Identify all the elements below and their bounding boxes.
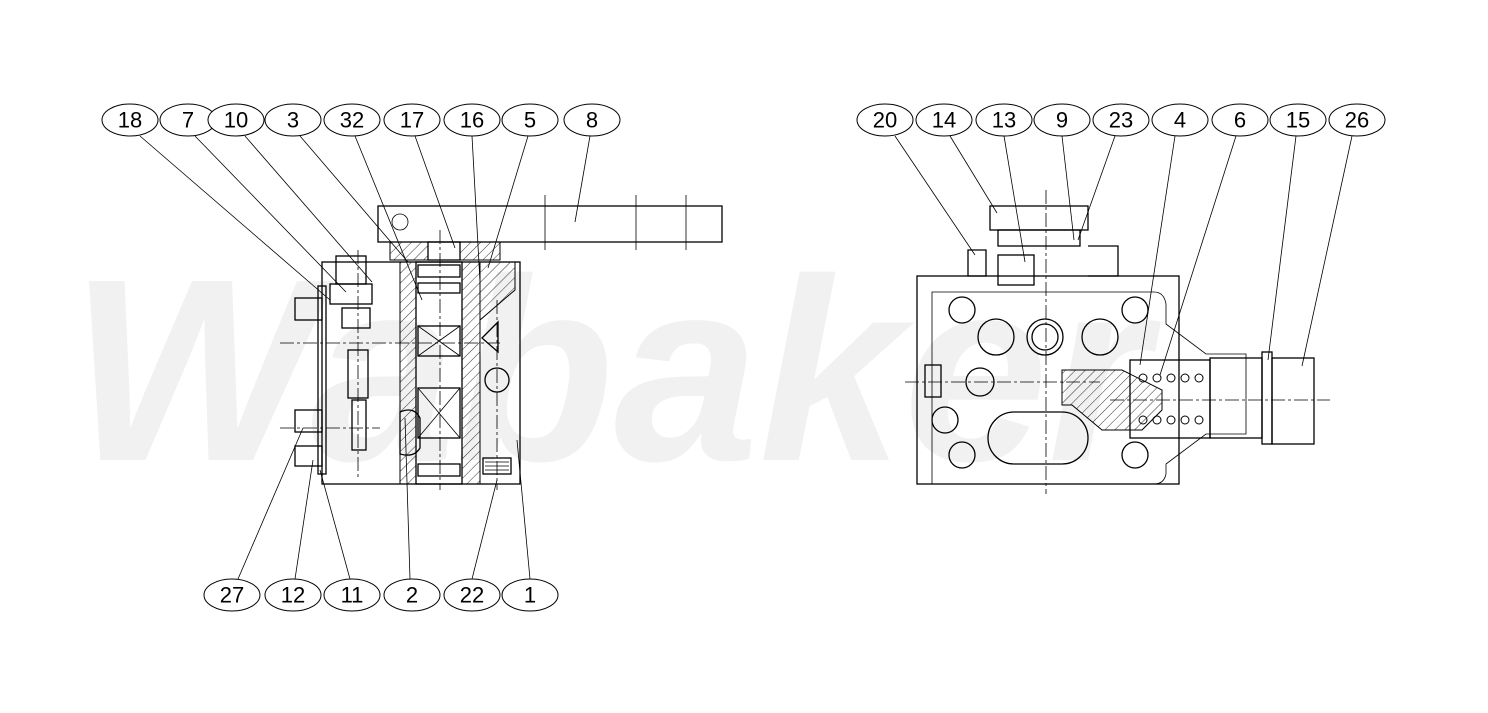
part-number: 12 [281,583,305,608]
side-section-view [280,195,723,490]
part-balloon-5: 5 [501,103,559,137]
part-number: 11 [341,583,364,608]
part-number: 5 [524,108,536,133]
part-balloon-20: 20 [856,103,914,137]
part-balloon-23: 23 [1092,103,1150,137]
front-section-view [905,190,1330,494]
watermark: Wabaker [70,226,1162,516]
part-balloon-22: 22 [443,578,501,612]
part-number: 7 [182,108,194,133]
part-balloon-27: 27 [203,578,261,612]
part-balloon-13: 13 [975,103,1033,137]
part-number: 18 [118,108,142,133]
part-balloon-14: 14 [915,103,973,137]
part-number: 4 [1174,108,1186,133]
part-number: 10 [224,108,248,133]
part-balloon-12: 12 [264,578,322,612]
part-balloon-2: 2 [383,578,441,612]
balloon-outline [1092,103,1150,137]
balloon-outline [1033,103,1091,137]
part-balloon-15: 15 [1269,103,1327,137]
part-number: 15 [1286,108,1310,133]
balloon-outline [264,578,322,612]
part-balloon-11: 11 [323,578,381,612]
part-balloon-17: 17 [383,103,441,137]
part-balloon-9: 9 [1033,103,1091,137]
balloon-outline [975,103,1033,137]
balloon-outline [501,103,559,137]
part-number: 14 [932,108,956,133]
part-number: 6 [1234,108,1246,133]
part-balloon-10: 10 [207,103,265,137]
balloon-outline [383,103,441,137]
balloon-outline [1328,103,1386,137]
balloon-outline [323,103,381,137]
part-number: 27 [220,583,244,608]
part-balloon-26: 26 [1328,103,1386,137]
part-number: 22 [460,583,484,608]
part-balloon-1: 1 [501,578,559,612]
part-balloon-16: 16 [443,103,501,137]
part-number: 16 [460,108,484,133]
part-balloon-6: 6 [1211,103,1269,137]
part-balloon-18: 18 [101,103,159,137]
balloon-outline [101,103,159,137]
balloon-outline [323,578,381,612]
balloon-outline [1269,103,1327,137]
balloon-outline [443,103,501,137]
part-number: 23 [1109,108,1133,133]
part-number: 9 [1056,108,1068,133]
part-balloon-3: 3 [264,103,322,137]
part-number: 20 [873,108,897,133]
balloon-outline [207,103,265,137]
balloon-outline [1151,103,1209,137]
part-number: 2 [406,583,418,608]
part-balloon-4: 4 [1151,103,1209,137]
part-number: 3 [287,108,299,133]
part-number: 13 [992,108,1016,133]
part-number: 32 [340,108,364,133]
part-balloon-8: 8 [563,103,621,137]
balloon-outline [383,578,441,612]
leader-lines [139,135,1353,580]
balloon-outline [915,103,973,137]
balloon-outline [264,103,322,137]
balloon-outline [563,103,621,137]
part-balloon-7: 7 [159,103,217,137]
part-number: 8 [586,108,598,133]
part-number: 17 [400,108,424,133]
part-number: 1 [524,583,536,608]
balloon-outline [1211,103,1269,137]
balloon-outline [443,578,501,612]
balloon-outline [203,578,261,612]
balloon-outline [856,103,914,137]
part-number: 26 [1345,108,1369,133]
part-balloon-32: 32 [323,103,381,137]
balloon-outline [501,578,559,612]
